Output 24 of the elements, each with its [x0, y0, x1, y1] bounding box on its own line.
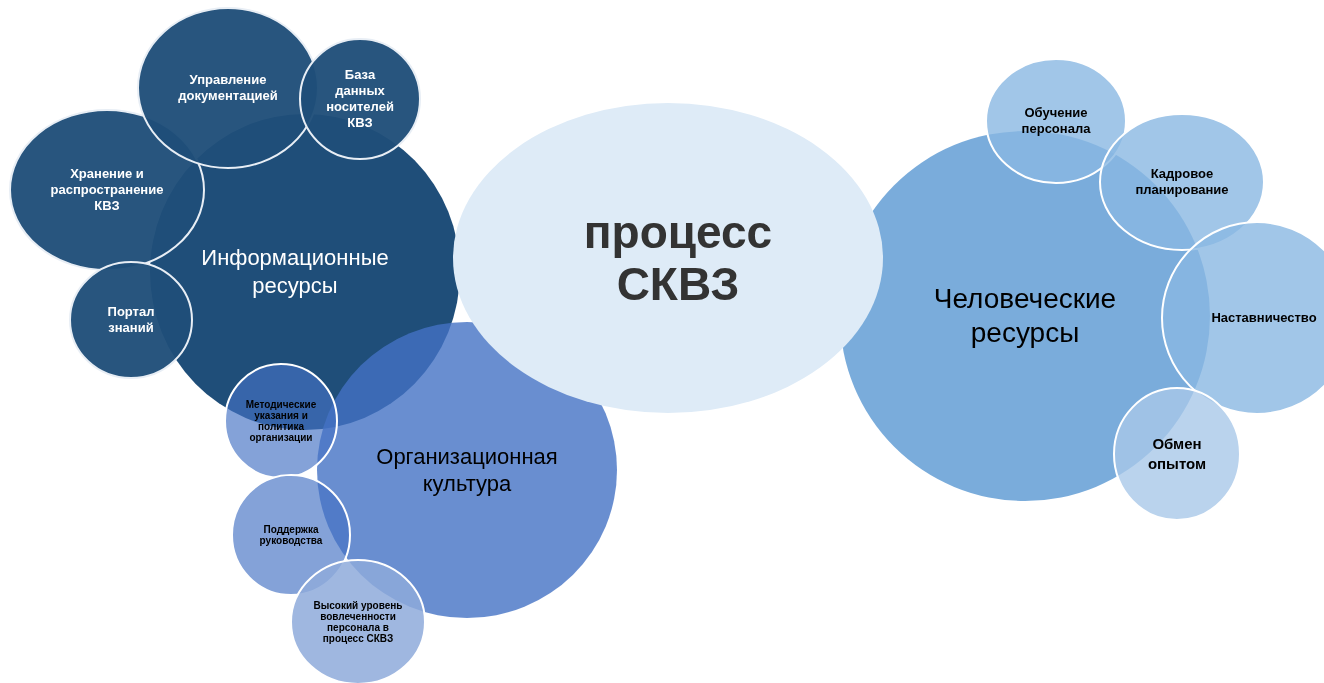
circle: [985, 58, 1127, 184]
circle-label: Управление документацией: [177, 72, 279, 104]
circle: [1113, 387, 1241, 521]
circle: [231, 474, 351, 596]
circle-label: Человеческие ресурсы: [932, 282, 1118, 350]
circle-label: Методические указания и политика организации: [244, 399, 318, 443]
circle: [69, 261, 193, 379]
circle-label: Обмен опытом: [1146, 434, 1208, 474]
circle-label: Хранение и распространение КВЗ: [49, 166, 165, 214]
circle: [224, 363, 338, 479]
circle-label: База данных носителей КВЗ: [325, 67, 395, 131]
circle-label: Поддержка руководства: [258, 524, 324, 546]
circle: [299, 38, 421, 160]
circle-label: Обучение персонала: [1020, 105, 1092, 137]
circle: [9, 109, 205, 271]
circle-label: Организационная культура: [375, 443, 559, 497]
circle: [453, 103, 883, 413]
circle-label: процесс СКВЗ: [582, 206, 774, 310]
circle: [1099, 113, 1265, 251]
circle-label: Информационные ресурсы: [200, 244, 390, 300]
circle-label: Портал знаний: [106, 304, 156, 336]
circle-label: Кадровое планирование: [1134, 166, 1230, 198]
circle-label: Наставничество: [1211, 310, 1317, 326]
circle-label: Высокий уровень вовлеченности персонала в процесс СКВЗ: [312, 600, 404, 644]
